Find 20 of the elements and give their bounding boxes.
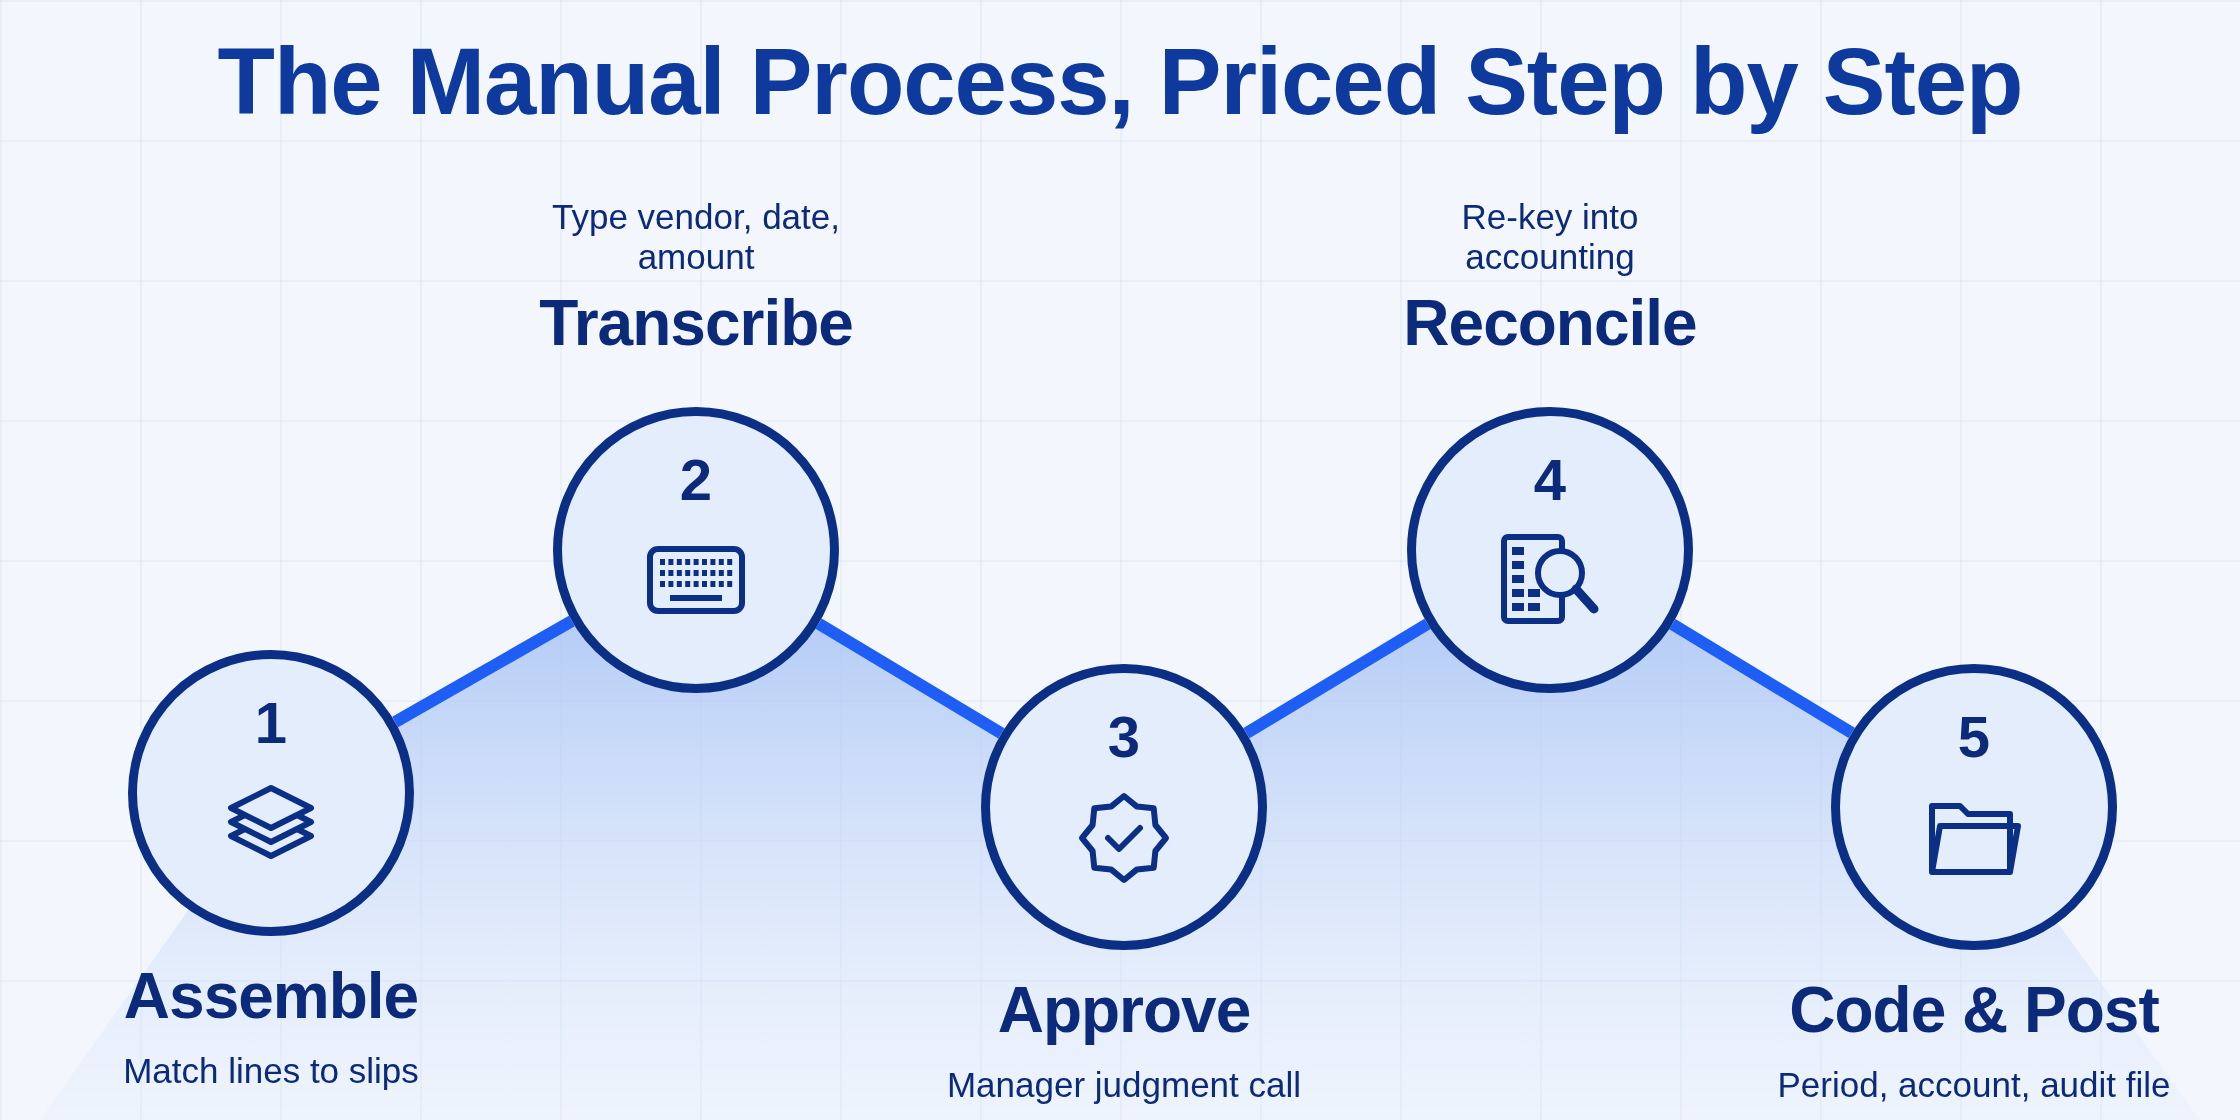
step-heading: Reconcile (1402, 286, 1698, 360)
step-description: Type vendor, date, amount (551, 197, 841, 277)
connector-line (392, 615, 575, 728)
step-number: 4 (1532, 446, 1568, 513)
step-description: Match lines to slips (122, 1051, 420, 1091)
step-description: Re-key into accounting (1460, 197, 1640, 277)
step-number: 2 (678, 446, 714, 513)
connector-line (1243, 618, 1431, 739)
step-heading: Assemble (122, 959, 420, 1033)
connector-line (1669, 619, 1855, 738)
step-description: Period, account, audit file (1776, 1065, 2172, 1105)
step-description: Manager judgment call (945, 1065, 1303, 1105)
step-heading: Transcribe (538, 286, 854, 360)
step-number: 3 (1106, 703, 1142, 770)
step-heading: Approve (996, 973, 1252, 1047)
step-heading: Code & Post (1788, 973, 2160, 1047)
step-number: 5 (1956, 703, 1992, 770)
step-number: 1 (253, 689, 289, 756)
title: The Manual Process, Priced Step by Step (216, 28, 2024, 136)
connector-line (815, 618, 1005, 739)
